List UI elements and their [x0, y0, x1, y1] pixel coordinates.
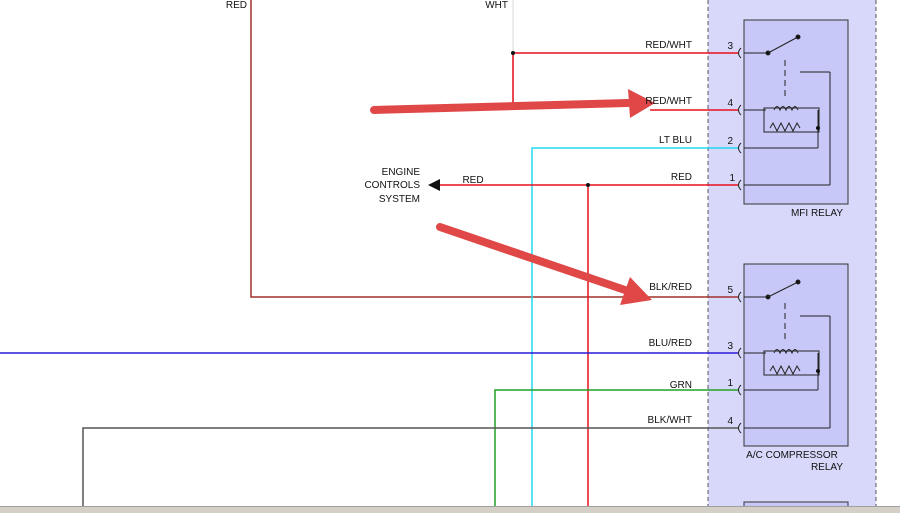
ac-wire-label-1: BLK/RED [649, 282, 692, 293]
ac-wire-label-4: BLK/WHT [648, 415, 692, 426]
junction-dot-red [586, 183, 590, 187]
mfi-wire-label-2: RED/WHT [645, 96, 692, 107]
wire-grn [494, 389, 738, 512]
mfi-wire-label-1: RED/WHT [645, 40, 692, 51]
mfi-pin-num-2: 4 [727, 98, 733, 109]
engine-controls-line2: CONTROLS [364, 180, 420, 191]
annotation-arrow-bottom [436, 223, 652, 305]
ac-pin-num-2: 3 [727, 341, 733, 352]
junction-dot-wht [511, 51, 515, 55]
mfi-wire-label-3: LT BLU [659, 135, 692, 146]
wire-lt-blu [531, 147, 738, 512]
connector-terminals [738, 47, 748, 434]
wire-red-to-blk-red [250, 0, 738, 298]
label-top-wht: WHT [485, 0, 508, 11]
ac-relay-name-line2: RELAY [811, 462, 843, 473]
engine-controls-line3: SYSTEM [379, 194, 420, 205]
annotation-arrow-top [370, 89, 655, 118]
ac-wire-label-3: GRN [670, 380, 692, 391]
ac-pin-num-4: 4 [727, 416, 733, 427]
window-bottom-edge [0, 506, 900, 513]
mfi-pin-num-3: 2 [727, 136, 733, 147]
ac-wire-label-2: BLU/RED [649, 338, 692, 349]
ac-pin-num-1: 5 [727, 285, 733, 296]
mfi-relay-name: MFI RELAY [791, 208, 843, 219]
ac-coil-dot [816, 369, 820, 373]
mfi-coil-dot [816, 126, 820, 130]
mfi-wire-label-4: RED [671, 172, 692, 183]
ac-relay-name-line1: A/C COMPRESSOR [746, 450, 838, 461]
engine-controls-line1: ENGINE [382, 167, 421, 178]
ac-relay-internals [748, 279, 831, 429]
mfi-pin-num-1: 3 [727, 41, 733, 52]
ac-relay-box [743, 263, 849, 447]
mfi-pin-num-4: 1 [729, 173, 735, 184]
ac-pin-num-3: 1 [727, 378, 733, 389]
engine-controls-arrow [428, 179, 440, 191]
label-top-red: RED [226, 0, 247, 11]
label-engine-red: RED [462, 175, 483, 186]
mfi-relay-box [743, 19, 849, 205]
mfi-relay-internals [748, 34, 831, 186]
wire-blk-wht [82, 427, 738, 512]
